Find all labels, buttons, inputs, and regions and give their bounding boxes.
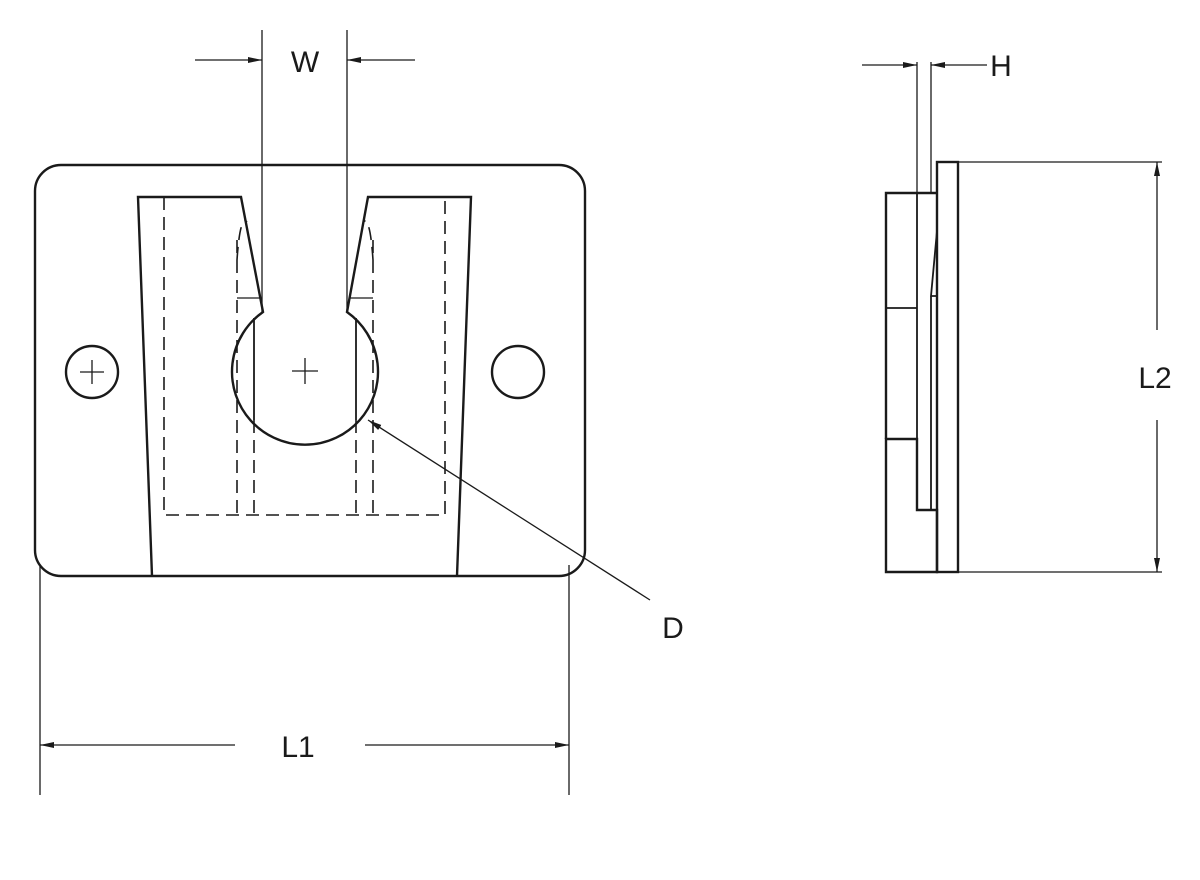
mounting-hole-right [490,344,546,400]
d-label: D [662,612,684,645]
l2-label: L2 [1138,362,1171,395]
body-outline [33,163,587,578]
w-label: W [291,46,320,79]
side-view: H L2 [862,50,1172,574]
d-dimension: D [367,419,684,645]
hidden-lines [163,197,446,516]
front-view: W D L1 [33,30,684,795]
back-plate [935,160,960,574]
front-base-section [884,437,939,574]
insert-outline [136,195,473,577]
l2-dimension: L2 [958,161,1172,573]
mounting-hole-left [64,344,120,400]
center-mark [292,358,318,384]
w-dimension: W [195,30,415,312]
h-dimension: H [862,50,1012,193]
l1-label: L1 [281,731,314,764]
l1-dimension: L1 [39,565,570,795]
h-label: H [990,50,1012,83]
